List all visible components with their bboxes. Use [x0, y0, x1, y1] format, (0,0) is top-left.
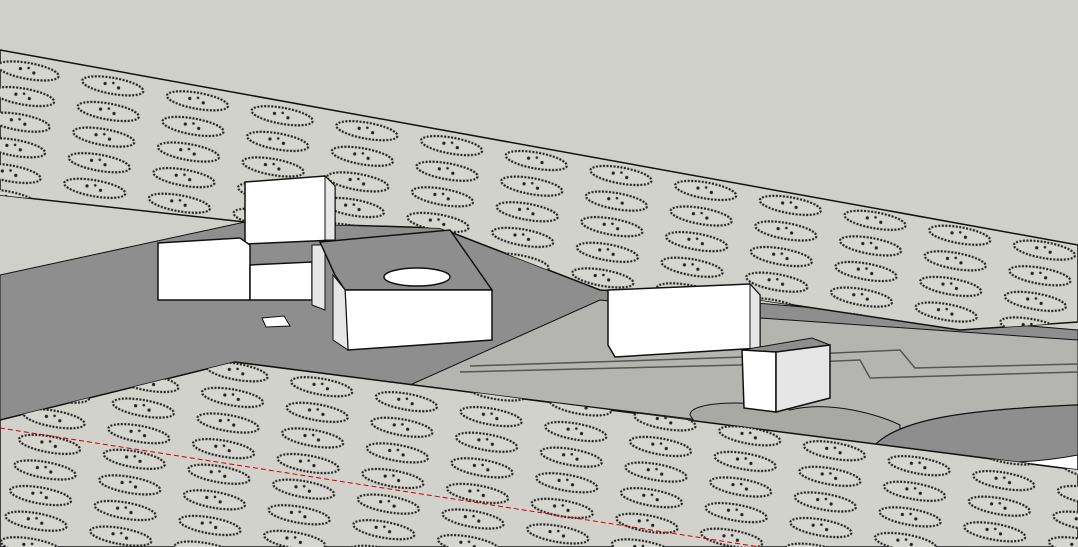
lower-tree-pattern	[0, 362, 1078, 547]
upper-tree-pattern	[0, 50, 1078, 330]
path-line	[459, 359, 1078, 379]
path-line	[469, 349, 1078, 369]
building-complex[interactable]	[157, 174, 494, 351]
red-axis-line	[0, 427, 761, 547]
building-cube[interactable]	[741, 337, 831, 413]
building-mid[interactable]	[607, 282, 761, 358]
